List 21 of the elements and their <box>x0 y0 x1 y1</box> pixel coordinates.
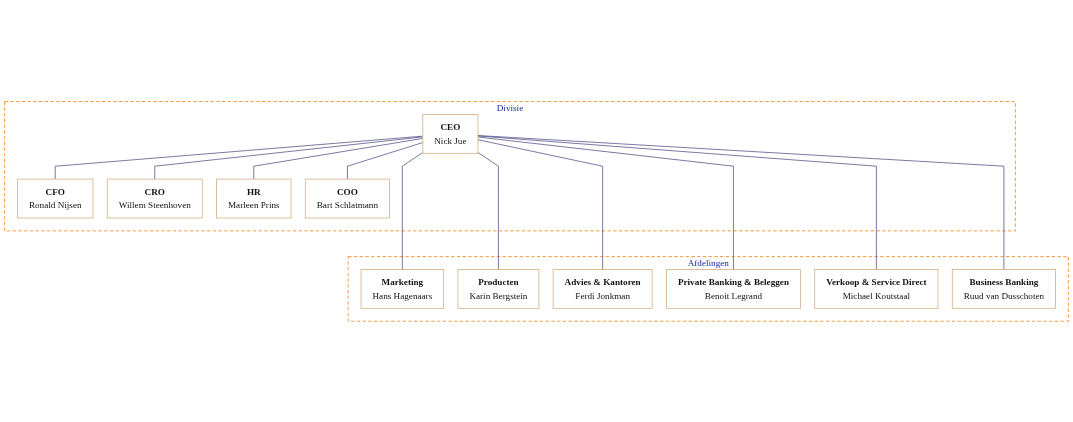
connector <box>477 136 734 270</box>
connector <box>347 141 424 180</box>
node-box: Business Banking Ruud van Dusschoten <box>951 268 1056 309</box>
connector <box>477 135 877 270</box>
connector <box>253 137 424 180</box>
node-box: CFO Ronald Nijsen <box>17 178 94 218</box>
connector <box>54 135 424 180</box>
connector <box>402 151 424 270</box>
node-box: Advies & Kantoren Ferdi Jonkman <box>552 268 653 309</box>
node-box: HR Marleen Prins <box>216 178 292 218</box>
connector <box>477 134 1005 270</box>
node-box: Marketing Hans Hagenaars <box>360 268 445 309</box>
node-box: Verkoop & Service Direct Michael Koutstaal <box>814 268 939 309</box>
node-box: CEO Nick Jue <box>422 113 479 154</box>
node-box: COO Bart Schlatmann <box>304 178 390 218</box>
connector <box>477 151 499 270</box>
connector <box>154 136 424 180</box>
node-box: Producten Karin Bergstein <box>457 268 540 309</box>
node-box: Private Banking & Beleggen Benoit Legrand <box>666 268 801 309</box>
connector <box>477 139 603 270</box>
node-box: CRO Willem Steenhoven <box>106 178 203 218</box>
